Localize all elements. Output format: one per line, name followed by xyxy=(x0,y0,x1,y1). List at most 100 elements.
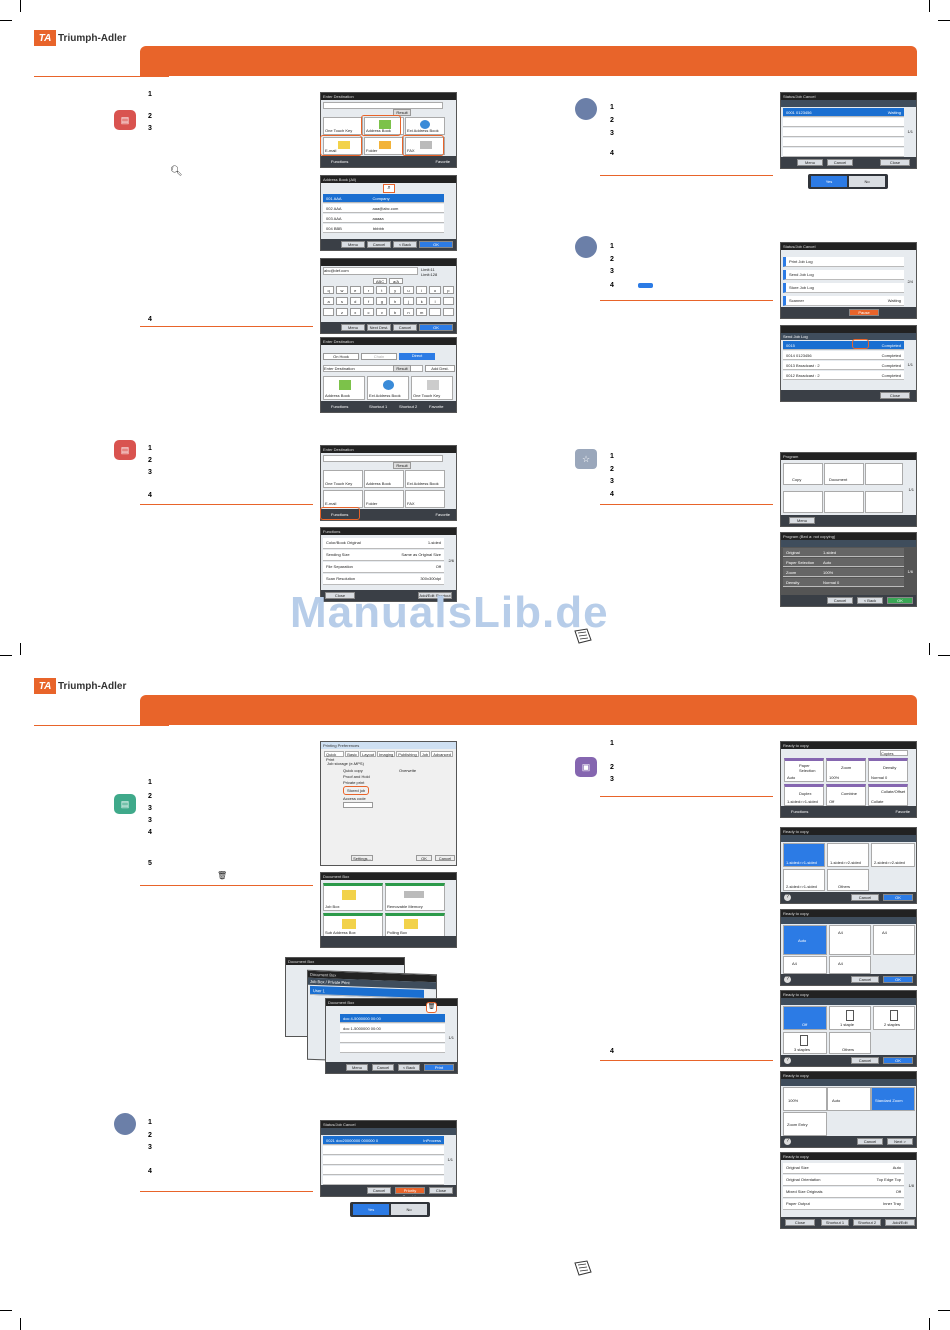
option-1-sided-2-sided[interactable]: 1-sided>>2-sided xyxy=(827,843,869,867)
menu-item[interactable]: Send Job Log xyxy=(783,270,904,280)
key[interactable]: v xyxy=(376,308,388,316)
add-edit-shortcut-button[interactable]: Add/Edit Shortcut xyxy=(885,1219,915,1228)
trash-icon[interactable]: 🗑︎ xyxy=(426,1002,437,1013)
no-button[interactable]: No xyxy=(849,176,885,187)
direct-button[interactable]: Direct xyxy=(399,353,435,360)
chain-button[interactable]: Chain xyxy=(361,353,397,360)
result-button[interactable]: Result xyxy=(393,365,411,372)
program-tile-empty[interactable] xyxy=(865,463,903,485)
tile-address-book[interactable]: Address Book xyxy=(364,117,404,135)
option-1-staple[interactable]: 1 staple xyxy=(829,1006,871,1030)
email-input[interactable]: abc@def.com xyxy=(323,267,418,275)
cancel-button[interactable]: Cancel xyxy=(372,1064,394,1071)
close-button[interactable]: Close xyxy=(880,392,910,399)
option-standard-zoom[interactable]: Standard Zoom xyxy=(871,1087,915,1111)
close-button[interactable]: Close xyxy=(325,592,355,599)
job-storage-checkbox[interactable]: Job storage (e-MPS) xyxy=(327,761,364,766)
program-tile-empty[interactable] xyxy=(865,491,903,513)
next-dest-button[interactable]: Next Dest. xyxy=(367,324,391,331)
tile-one-touch-key[interactable]: One Touch Key xyxy=(323,470,363,488)
key[interactable]: i xyxy=(416,286,428,294)
tab[interactable]: Basic xyxy=(345,751,360,757)
option-1-sided-1-sided[interactable]: 1-sided>>1-sided xyxy=(783,843,825,867)
key[interactable] xyxy=(323,308,335,316)
key[interactable]: a xyxy=(323,297,335,305)
back-button[interactable]: < Back xyxy=(857,597,883,604)
help-icon[interactable]: ? xyxy=(784,894,791,901)
tile-address-book[interactable]: Address Book xyxy=(364,470,404,488)
radio-option[interactable]: Proof and Hold xyxy=(343,774,370,779)
option-cassette-4[interactable]: A4 xyxy=(829,956,871,974)
option-cassette-1[interactable]: A4 xyxy=(829,925,871,955)
cancel-button[interactable]: Cancel xyxy=(367,241,391,248)
program-tile-empty[interactable] xyxy=(783,491,823,513)
tab[interactable]: Advanced xyxy=(431,751,453,757)
cancel-button[interactable]: Cancel xyxy=(851,1057,879,1064)
key[interactable]: t xyxy=(376,286,388,294)
cancel-button[interactable]: Cancel xyxy=(393,324,417,331)
key[interactable]: p xyxy=(442,286,454,294)
key[interactable]: l xyxy=(429,297,441,305)
option-3-staples[interactable]: 3 staples xyxy=(783,1032,827,1054)
destination-field[interactable] xyxy=(323,455,443,462)
functions-button[interactable]: Functions xyxy=(331,404,349,409)
cancel-button[interactable]: Cancel xyxy=(435,855,455,861)
key[interactable]: o xyxy=(429,286,441,294)
access-code-input[interactable] xyxy=(343,802,373,808)
option-2-sided-1-sided[interactable]: 2-sided>>1-sided xyxy=(783,869,825,891)
tile-email[interactable]: E-mail xyxy=(323,490,363,508)
add-dest-button[interactable]: Add Dest. xyxy=(425,365,455,372)
print-button[interactable]: Print xyxy=(424,1064,454,1071)
abc-mode-button[interactable]: ABC xyxy=(373,278,387,284)
result-button[interactable]: Result xyxy=(393,109,411,116)
key[interactable]: z xyxy=(336,308,348,316)
key[interactable]: k xyxy=(416,297,428,305)
ok-button[interactable]: OK xyxy=(883,976,913,983)
functions-button[interactable]: Functions xyxy=(791,809,809,814)
key[interactable]: e xyxy=(349,286,361,294)
shortcut-1-button[interactable]: Shortcut 1 xyxy=(369,404,388,409)
close-button[interactable]: Close xyxy=(880,159,910,166)
option-2-staples[interactable]: 2 staples xyxy=(873,1006,915,1030)
tile-fax[interactable]: FAX xyxy=(405,137,445,155)
key[interactable]: b xyxy=(389,308,401,316)
option-2-sided-2-sided[interactable]: 2-sided>>2-sided xyxy=(871,843,915,867)
menu-button[interactable]: Menu xyxy=(341,324,365,331)
file-row[interactable]: doc 1-5000000 00:00 xyxy=(340,1024,445,1033)
program-tile-document[interactable]: Document xyxy=(824,463,864,485)
ok-button[interactable]: OK xyxy=(419,324,453,331)
help-icon[interactable]: ? xyxy=(784,1057,791,1064)
priority-override-button[interactable]: Priority Override xyxy=(395,1187,425,1196)
cancel-button[interactable]: Cancel xyxy=(857,1138,883,1145)
menu-item[interactable]: Print Job Log xyxy=(783,257,904,267)
key[interactable]: w xyxy=(336,286,348,294)
radio-option-selected[interactable]: Stored job xyxy=(343,786,370,795)
key[interactable]: s xyxy=(336,297,348,305)
option-100-percent[interactable]: 100% xyxy=(783,1087,827,1111)
help-icon[interactable]: ? xyxy=(784,1138,791,1145)
tab[interactable]: Quick Print xyxy=(324,751,345,762)
menu-button[interactable]: Menu xyxy=(797,159,823,166)
option-cassette-3[interactable]: A4 xyxy=(783,956,827,974)
key[interactable]: g xyxy=(376,297,388,305)
tile-one-touch-key[interactable]: One Touch Key xyxy=(323,117,363,135)
ok-button[interactable]: OK xyxy=(416,855,432,861)
program-tile-empty[interactable] xyxy=(824,491,864,513)
key[interactable]: x xyxy=(349,308,361,316)
close-button[interactable]: Close xyxy=(785,1219,815,1226)
tile-fax[interactable]: FAX xyxy=(405,490,445,508)
cancel-button[interactable]: Cancel xyxy=(851,894,879,901)
menu-button[interactable]: Menu xyxy=(341,241,365,248)
shortcut-1-button[interactable]: Shortcut 1 xyxy=(821,1219,849,1226)
cancel-button[interactable]: Cancel xyxy=(827,597,853,604)
tab[interactable]: Imaging xyxy=(377,751,396,757)
key[interactable] xyxy=(442,297,454,305)
overwrite-radio[interactable]: Overwrite xyxy=(399,768,417,773)
add-edit-shortcut-button[interactable]: Add/Edit Shortcut xyxy=(418,592,452,599)
tile-sub-address-box[interactable]: Sub Address Box xyxy=(323,913,383,937)
key[interactable] xyxy=(442,308,454,316)
